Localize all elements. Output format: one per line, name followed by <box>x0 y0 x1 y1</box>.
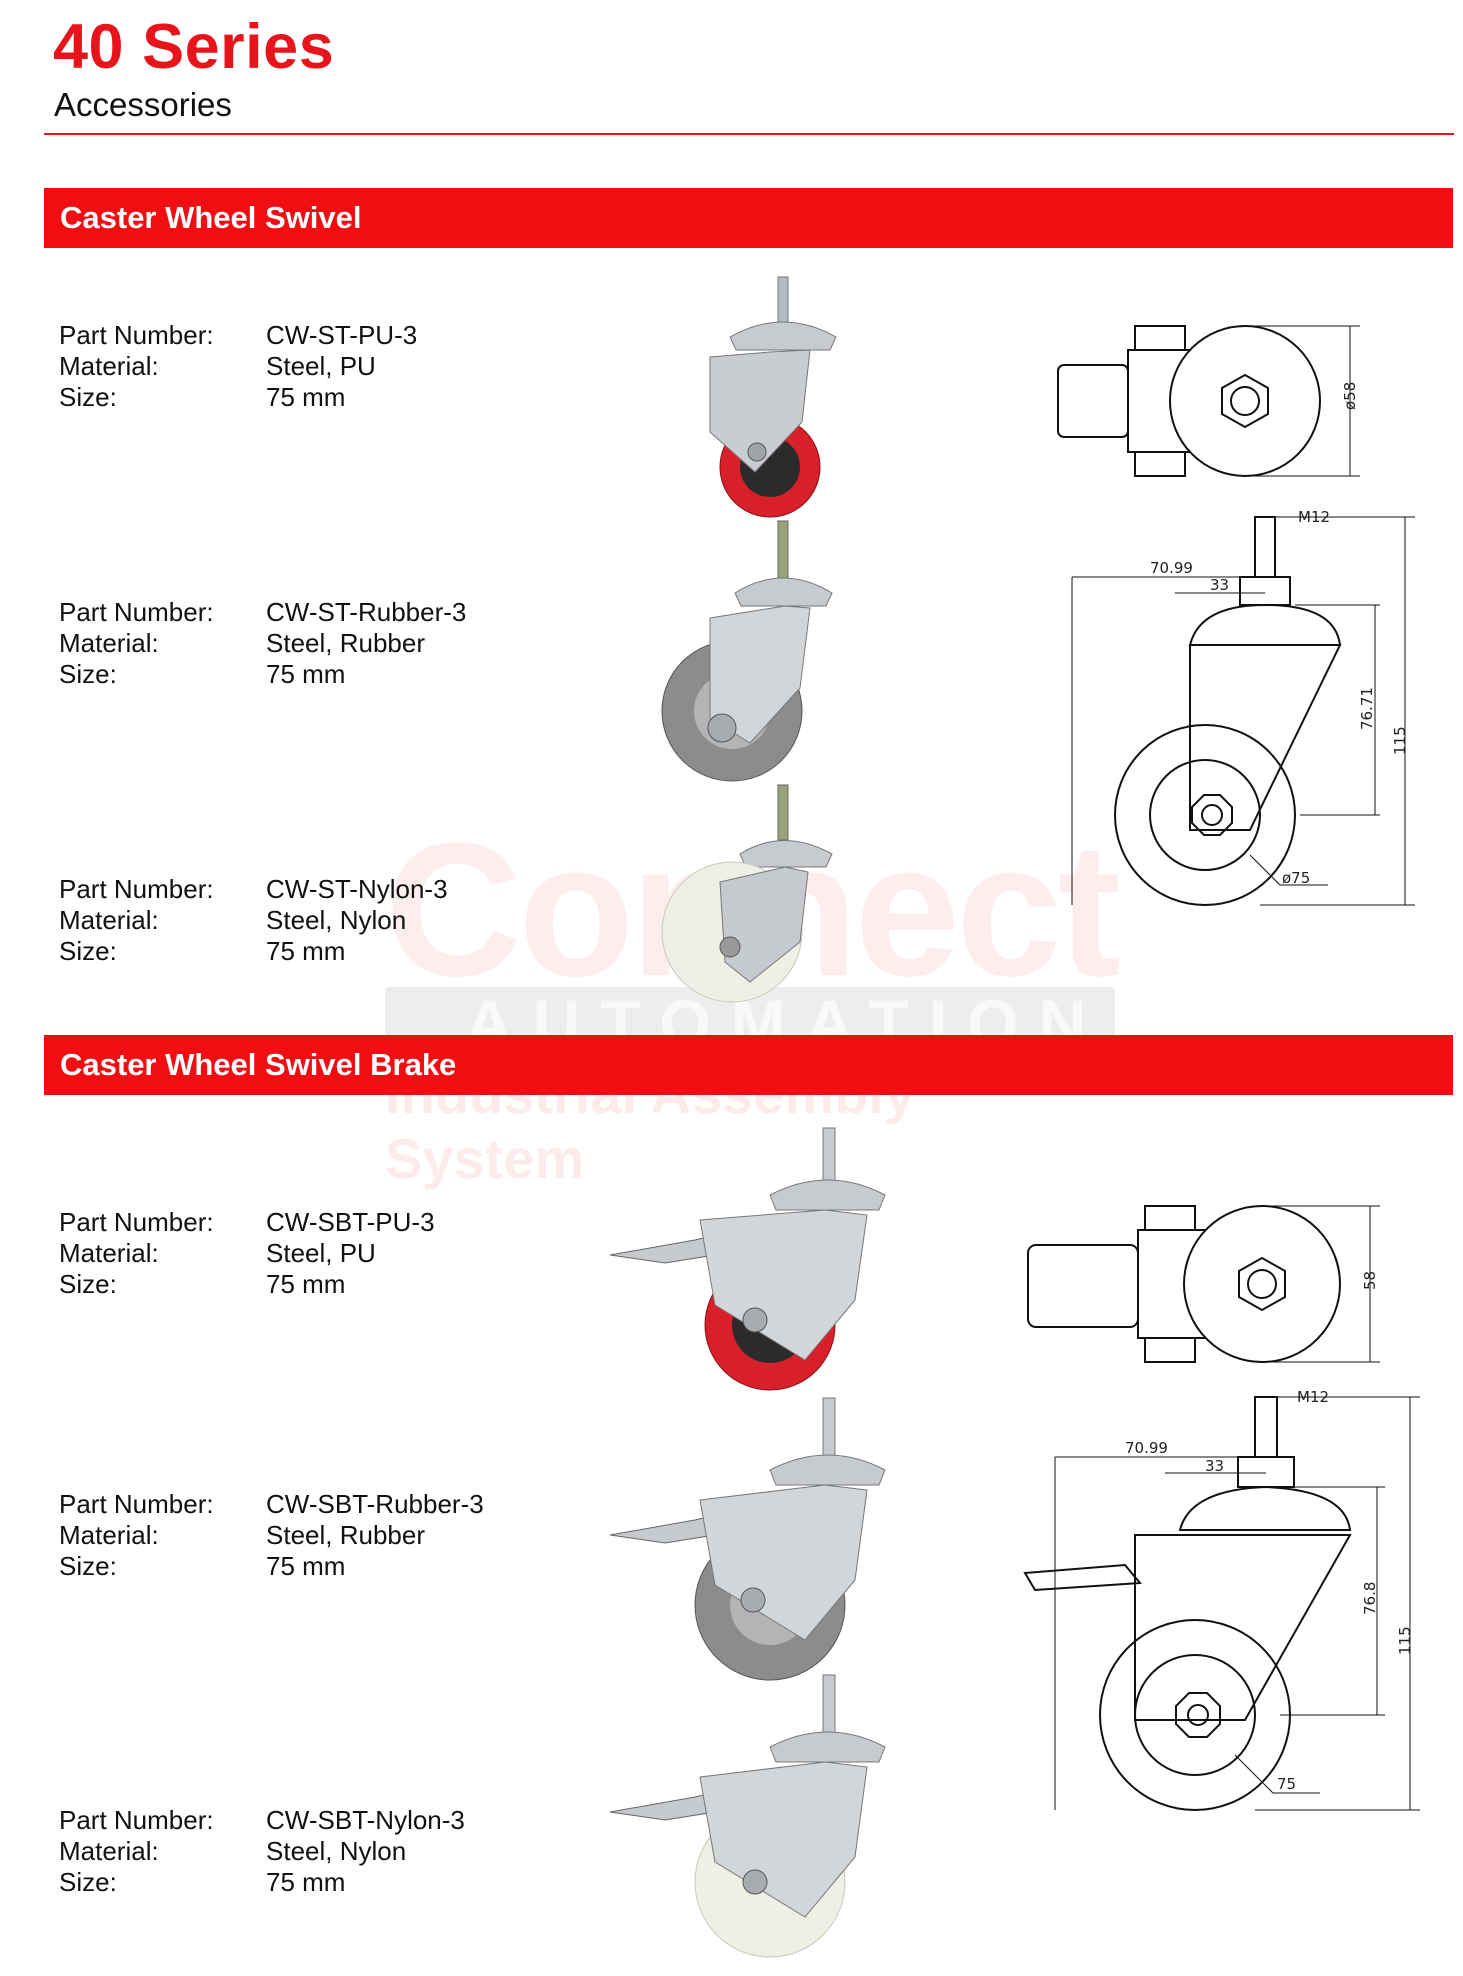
part-number-label: Part Number: <box>59 1207 214 1237</box>
size-label: Size: <box>59 1269 117 1299</box>
dim-top-diameter: 58 <box>1361 1271 1379 1290</box>
caster-photo-red-pu <box>709 276 837 518</box>
material-value: Steel, Rubber <box>266 1520 425 1550</box>
page-subtitle: Accessories <box>54 86 232 123</box>
part-number-value: CW-ST-Rubber-3 <box>266 597 467 627</box>
size-value: 75 mm <box>266 1269 346 1299</box>
spec-block-cw-sbt-rubber: Part Number: CW-SBT-Rubber-3 Material: Ste… <box>59 1489 484 1582</box>
drawing-side-view-swivel: M12 70.99 33 76.71 115 ø75 <box>1071 508 1415 906</box>
dim-total-height: 115 <box>1391 726 1409 755</box>
size-label: Size: <box>59 382 117 412</box>
material-label: Material: <box>59 1520 159 1550</box>
part-number-label: Part Number: <box>59 320 214 350</box>
material-label: Material: <box>59 351 159 381</box>
caster-photo-white-nylon <box>661 784 833 1003</box>
size-label: Size: <box>59 659 117 689</box>
caster-photo-brake-grey-rubber <box>609 1397 886 1681</box>
part-number-value: CW-SBT-Rubber-3 <box>266 1489 484 1519</box>
spec-block-cw-st-nylon: Part Number: CW-ST-Nylon-3 Material: Steel… <box>59 874 448 967</box>
dim-offset: 70.99 <box>1150 559 1193 577</box>
dim-top-diameter: ø58 <box>1341 382 1359 410</box>
spec-block-cw-sbt-nylon: Part Number: CW-SBT-Nylon-3 Material: Stee… <box>59 1805 465 1898</box>
size-value: 75 mm <box>266 659 346 689</box>
dim-wheel-diameter: ø75 <box>1282 869 1310 887</box>
dim-total-height: 115 <box>1396 1626 1414 1655</box>
material-label: Material: <box>59 628 159 658</box>
size-value: 75 mm <box>266 1551 346 1581</box>
dim-height: 76.71 <box>1358 687 1376 730</box>
size-label: Size: <box>59 1551 117 1581</box>
material-value: Steel, Rubber <box>266 628 425 658</box>
material-label: Material: <box>59 1238 159 1268</box>
caster-photo-brake-red-pu <box>609 1127 886 1391</box>
section-header-swivel-brake: Caster Wheel Swivel Brake <box>44 1035 1453 1095</box>
dim-wheel-diameter: 75 <box>1277 1775 1296 1793</box>
material-label: Material: <box>59 905 159 935</box>
drawing-top-view-brake: 58 <box>1027 1205 1380 1363</box>
dim-center: 33 <box>1210 576 1229 594</box>
part-number-label: Part Number: <box>59 874 214 904</box>
dim-height: 76.8 <box>1361 1582 1379 1615</box>
part-number-value: CW-ST-PU-3 <box>266 320 418 350</box>
caster-photo-grey-rubber <box>661 520 833 782</box>
material-value: Steel, PU <box>266 1238 376 1268</box>
material-value: Steel, PU <box>266 351 376 381</box>
part-number-value: CW-SBT-Nylon-3 <box>266 1805 465 1835</box>
part-number-label: Part Number: <box>59 597 214 627</box>
size-value: 75 mm <box>266 1867 346 1897</box>
drawing-side-view-brake: M12 70.99 33 76.8 115 75 <box>1023 1388 1420 1811</box>
size-value: 75 mm <box>266 936 346 966</box>
dim-center: 33 <box>1205 1457 1224 1475</box>
spec-block-cw-st-rubber: Part Number: CW-ST-Rubber-3 Material: Stee… <box>59 597 466 690</box>
part-number-label: Part Number: <box>59 1805 214 1835</box>
spec-block-cw-sbt-pu: Part Number: CW-SBT-PU-3 Material: Steel, … <box>59 1207 435 1300</box>
spec-block-cw-st-pu: Part Number: CW-ST-PU-3 Material: Steel, P… <box>59 320 417 413</box>
header-divider <box>44 133 1454 135</box>
part-number-label: Part Number: <box>59 1489 214 1519</box>
part-number-value: CW-SBT-PU-3 <box>266 1207 435 1237</box>
drawing-top-view-swivel: ø58 <box>1057 325 1360 477</box>
size-label: Size: <box>59 1867 117 1897</box>
section-header-swivel: Caster Wheel Swivel <box>44 188 1453 248</box>
part-number-value: CW-ST-Nylon-3 <box>266 874 448 904</box>
size-label: Size: <box>59 936 117 966</box>
dim-offset: 70.99 <box>1125 1439 1168 1457</box>
page-title: 40 Series <box>53 12 335 82</box>
material-value: Steel, Nylon <box>266 905 407 935</box>
size-value: 75 mm <box>266 382 346 412</box>
material-value: Steel, Nylon <box>266 1836 407 1866</box>
material-label: Material: <box>59 1836 159 1866</box>
caster-photo-brake-white-nylon <box>609 1674 886 1958</box>
